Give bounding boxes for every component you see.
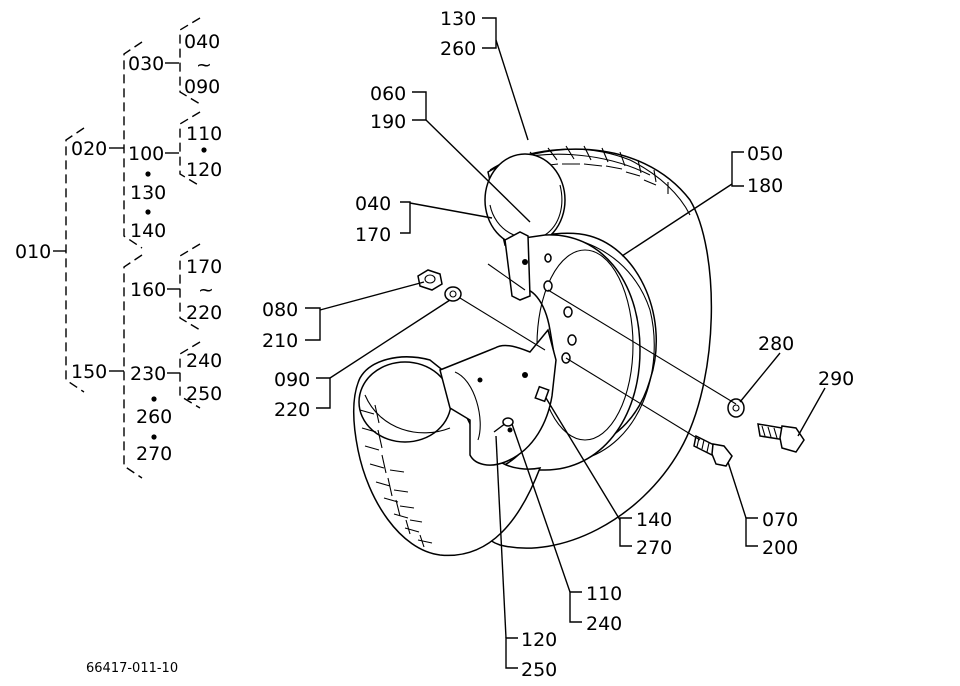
tree-node-130: 130 <box>130 182 166 204</box>
callout-040: 040 <box>355 193 391 215</box>
callout-070: 070 <box>762 509 798 531</box>
tree-node-040: 040 <box>184 31 220 53</box>
tree-node-150: 150 <box>71 361 107 383</box>
callout-120: 120 <box>521 629 557 651</box>
callout-080: 080 <box>262 299 298 321</box>
tree-node-270: 270 <box>136 443 172 465</box>
callout-200: 200 <box>762 537 798 559</box>
tree-node-170: 170 <box>186 256 222 278</box>
parts-hierarchy-tree: 010 020 150 030 040 ~ 090 100 110 120 13… <box>15 17 222 479</box>
callout-210: 210 <box>262 330 298 352</box>
bullet-dot <box>151 396 157 402</box>
wheel-exploded-view <box>352 145 713 557</box>
tree-range-tilde-2: ~ <box>198 279 214 301</box>
bullet-dot <box>145 171 151 177</box>
figure-code: 66417-011-10 <box>86 661 178 676</box>
tree-node-110: 110 <box>186 123 222 145</box>
valve-stem <box>493 417 514 433</box>
tree-node-030: 030 <box>128 53 164 75</box>
callout-labels: 130 260 060 190 040 170 050 180 080 210 … <box>262 8 854 681</box>
tree-node-230: 230 <box>130 363 166 385</box>
tree-node-100: 100 <box>128 143 164 165</box>
callout-280: 280 <box>758 333 794 355</box>
callout-220: 220 <box>274 399 310 421</box>
tree-node-260: 260 <box>136 406 172 428</box>
small-washer <box>727 398 745 418</box>
tree-node-160: 160 <box>130 279 166 301</box>
bullet-dot <box>145 209 151 215</box>
hub-flange-right <box>504 231 531 301</box>
tree-node-140: 140 <box>130 220 166 242</box>
bullet-dot <box>151 434 157 440</box>
tree-node-250: 250 <box>186 383 222 405</box>
tread-pattern-bottom <box>359 404 433 548</box>
callout-260: 260 <box>440 38 476 60</box>
tree-range-tilde-1: ~ <box>196 54 212 76</box>
callout-240: 240 <box>586 613 622 635</box>
leader-lines <box>305 17 826 669</box>
callout-290: 290 <box>818 368 854 390</box>
hex-nut <box>417 269 443 291</box>
callout-170: 170 <box>355 224 391 246</box>
callout-180: 180 <box>747 175 783 197</box>
tree-node-120: 120 <box>186 159 222 181</box>
hex-bolt-large <box>757 423 805 453</box>
tree-node-010: 010 <box>15 241 51 263</box>
tree-node-020: 020 <box>71 138 107 160</box>
rim-disc-left <box>439 328 557 466</box>
callout-190: 190 <box>370 111 406 133</box>
callout-110: 110 <box>586 583 622 605</box>
hex-bolt-small <box>693 434 733 467</box>
callout-250: 250 <box>521 659 557 681</box>
callout-090: 090 <box>274 369 310 391</box>
callout-140: 140 <box>636 509 672 531</box>
tree-node-090: 090 <box>184 76 220 98</box>
rim-disc-right <box>494 234 641 471</box>
callout-270: 270 <box>636 537 672 559</box>
bullet-dot <box>201 147 207 153</box>
tree-node-240: 240 <box>186 350 222 372</box>
tire-section-opening-top <box>484 153 566 247</box>
callout-050: 050 <box>747 143 783 165</box>
flat-washer <box>444 286 462 302</box>
callout-130: 130 <box>440 8 476 30</box>
tree-node-220: 220 <box>186 302 222 324</box>
callout-060: 060 <box>370 83 406 105</box>
